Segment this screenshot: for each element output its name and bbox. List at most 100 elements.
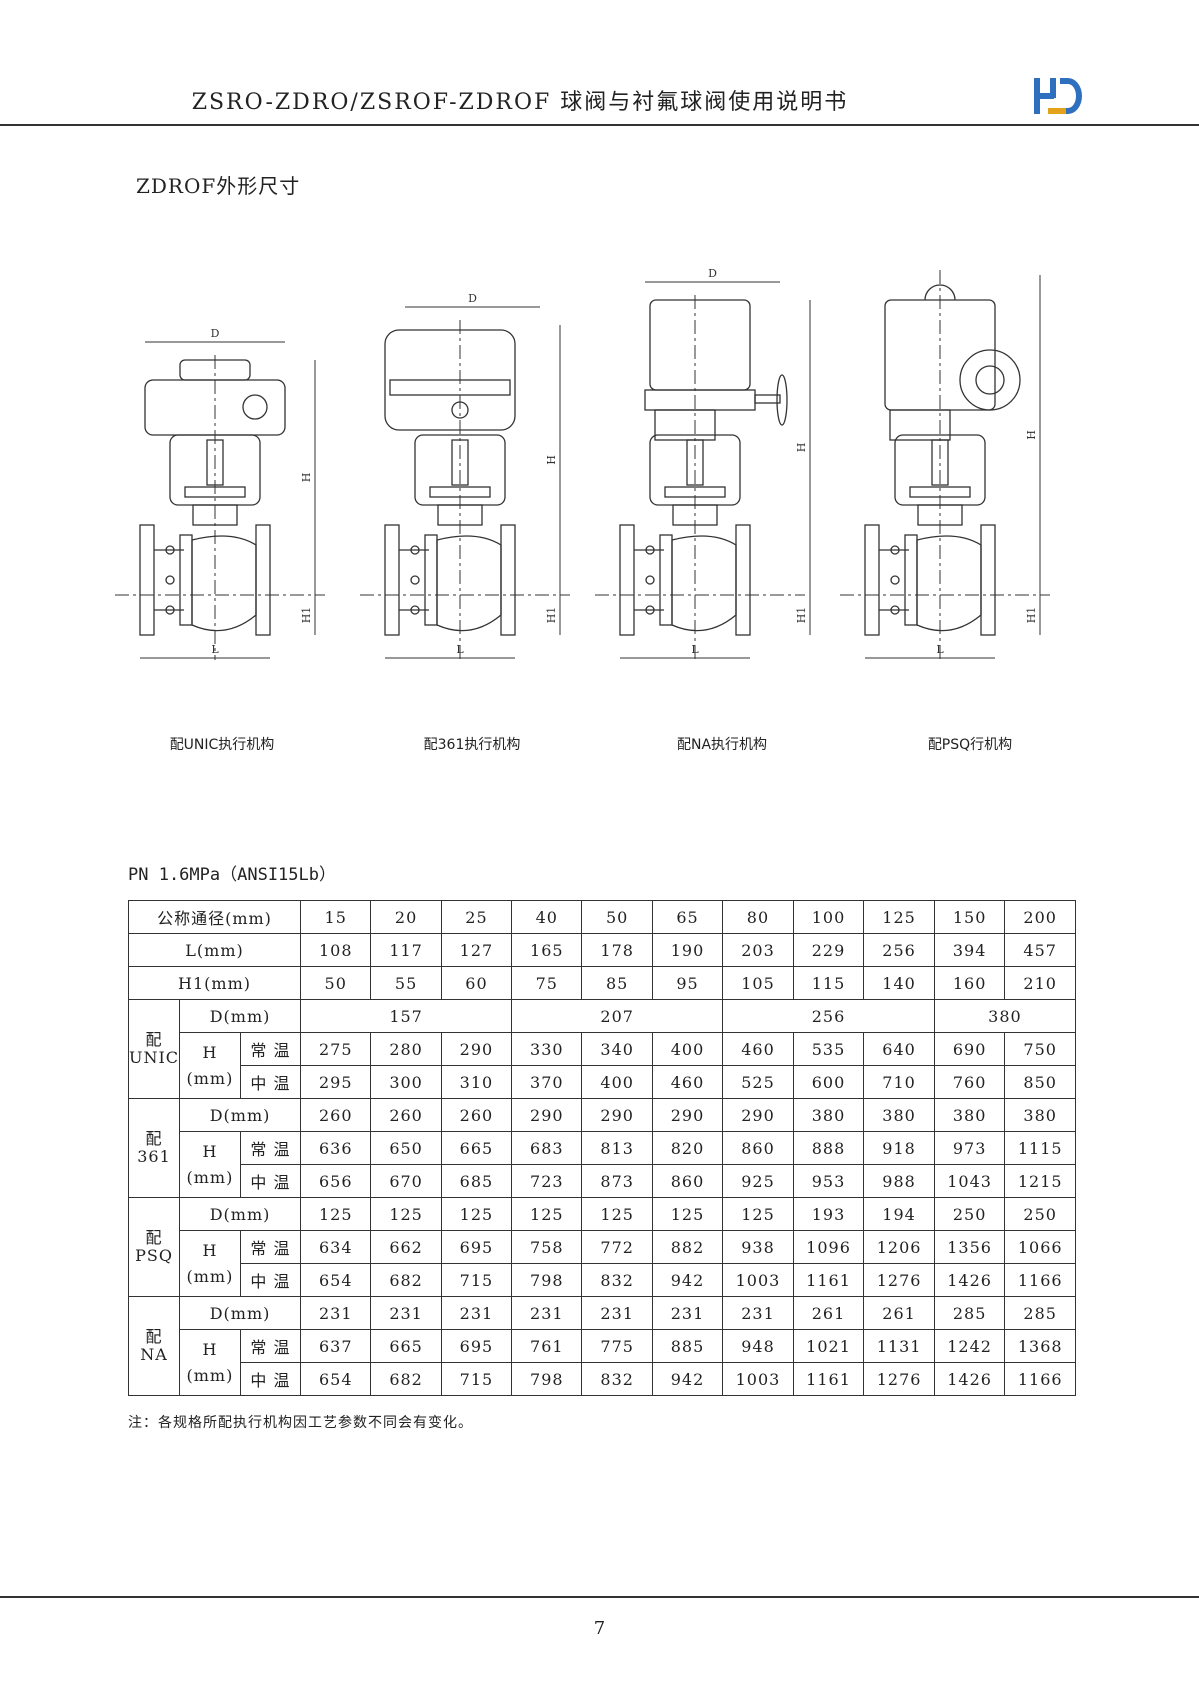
- value-cell: 525: [722, 1065, 794, 1099]
- value-cell: 654: [300, 1362, 372, 1396]
- value-cell: 165: [511, 933, 583, 967]
- value-cell: 40: [511, 900, 583, 934]
- value-cell: 55: [370, 966, 442, 1000]
- value-cell: 75: [511, 966, 583, 1000]
- value-cell: 1426: [933, 1263, 1006, 1297]
- h-unit: (mm): [186, 1365, 234, 1385]
- value-cell: 203: [722, 933, 794, 967]
- value-cell: 918: [863, 1131, 935, 1165]
- value-cell: 832: [581, 1362, 653, 1396]
- value-cell: 1161: [792, 1263, 865, 1297]
- value-cell: 1131: [863, 1329, 935, 1363]
- value-cell: 654: [300, 1263, 372, 1297]
- value-cell: 95: [651, 966, 724, 1000]
- value-cell: 535: [792, 1032, 865, 1066]
- caption-psq: 配PSQ行机构: [927, 737, 1013, 753]
- value-cell: 300: [370, 1065, 442, 1099]
- value-cell: 670: [370, 1164, 442, 1198]
- value-cell: 1368: [1004, 1329, 1076, 1363]
- value-cell: 723: [511, 1164, 583, 1198]
- value-cell: 25: [440, 900, 513, 934]
- value-cell: 460: [722, 1032, 794, 1066]
- value-cell: 380: [863, 1098, 935, 1132]
- dim-h1-label: H1: [1025, 607, 1038, 624]
- value-cell: 380: [792, 1098, 865, 1132]
- group-prefix: 配: [145, 1030, 163, 1050]
- value-cell: 798: [511, 1362, 583, 1396]
- value-cell: 117: [370, 933, 442, 967]
- row-label: H1(mm): [127, 966, 302, 1000]
- value-cell: 115: [792, 966, 865, 1000]
- value-cell: 1206: [863, 1230, 935, 1264]
- value-cell: 1276: [863, 1263, 935, 1297]
- group-model: 361: [137, 1147, 171, 1166]
- value-cell: 229: [792, 933, 865, 967]
- value-cell: 640: [863, 1032, 935, 1066]
- value-cell: 370: [511, 1065, 583, 1099]
- value-cell: 190: [651, 933, 724, 967]
- caption-unic: 配UNIC执行机构: [169, 737, 275, 753]
- value-cell: 1215: [1004, 1164, 1076, 1198]
- value-cell: 888: [792, 1131, 865, 1165]
- dim-h-label: H: [545, 455, 558, 465]
- header-title: ZSRO-ZDRO/ZSROF-ZDROF 球阀与衬氟球阀使用说明书: [191, 90, 849, 115]
- value-cell: 125: [511, 1197, 583, 1231]
- value-cell: 457: [1004, 933, 1076, 967]
- value-cell: 1021: [792, 1329, 865, 1363]
- value-cell: 682: [370, 1362, 442, 1396]
- h-unit: (mm): [186, 1167, 234, 1187]
- value-cell: 290: [581, 1098, 653, 1132]
- value-cell: 20: [370, 900, 442, 934]
- value-cell: 108: [300, 933, 372, 967]
- value-cell: 813: [581, 1131, 653, 1165]
- h-symbol: H: [202, 1141, 218, 1161]
- value-cell: 125: [300, 1197, 372, 1231]
- h-label: H(mm): [179, 1032, 241, 1099]
- footer-rule: [0, 1596, 1199, 1598]
- group-prefix: 配: [145, 1327, 163, 1347]
- value-cell: 127: [440, 933, 513, 967]
- value-cell: 636: [300, 1131, 372, 1165]
- value-cell: 683: [511, 1131, 583, 1165]
- value-cell: 50: [300, 966, 372, 1000]
- value-cell: 761: [511, 1329, 583, 1363]
- value-cell: 685: [440, 1164, 513, 1198]
- page-number: 7: [593, 1618, 606, 1639]
- value-cell: 125: [651, 1197, 724, 1231]
- value-cell: 882: [651, 1230, 724, 1264]
- value-cell: 650: [370, 1131, 442, 1165]
- value-cell: 250: [933, 1197, 1006, 1231]
- value-cell: 715: [440, 1263, 513, 1297]
- value-cell: 380: [933, 1098, 1006, 1132]
- value-cell: 973: [933, 1131, 1006, 1165]
- row-label: L(mm): [127, 933, 302, 967]
- value-cell: 231: [440, 1296, 513, 1330]
- value-cell: 953: [792, 1164, 865, 1198]
- value-cell: 256: [863, 933, 935, 967]
- value-cell: 260: [440, 1098, 513, 1132]
- caption-361: 配361执行机构: [423, 737, 521, 753]
- company-logo: [1034, 78, 1082, 114]
- value-cell: 150: [933, 900, 1006, 934]
- value-cell: 695: [440, 1230, 513, 1264]
- h-label: H(mm): [179, 1230, 241, 1297]
- value-cell: 637: [300, 1329, 372, 1363]
- value-cell: 665: [370, 1329, 442, 1363]
- value-cell: 758: [511, 1230, 583, 1264]
- value-cell: 261: [792, 1296, 865, 1330]
- value-cell: 250: [1004, 1197, 1076, 1231]
- dim-l-label: L: [456, 643, 464, 656]
- h-symbol: H: [202, 1240, 218, 1260]
- value-cell: 1166: [1004, 1263, 1076, 1297]
- value-cell: 760: [933, 1065, 1006, 1099]
